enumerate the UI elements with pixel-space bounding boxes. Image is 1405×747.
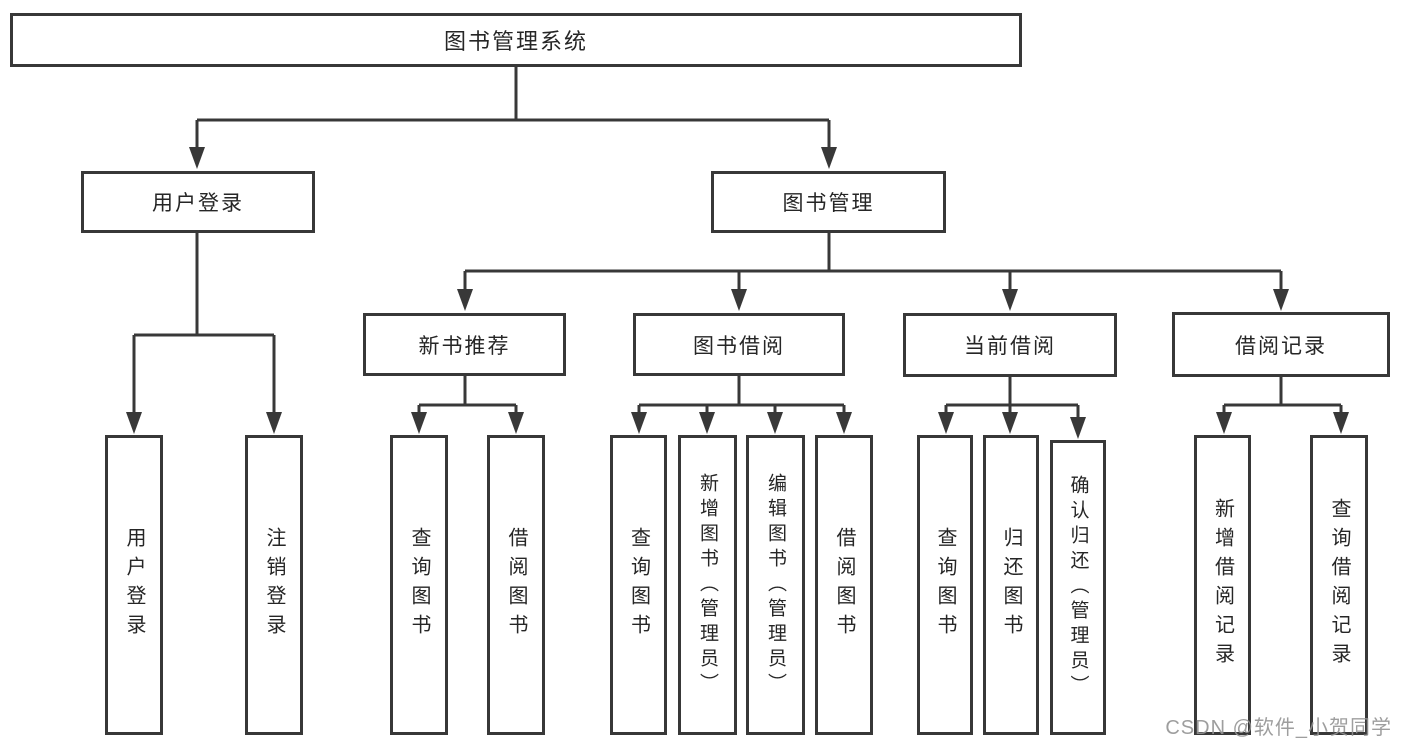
leaf-query-books-current: 查询图书: [917, 435, 973, 735]
leaf-borrow-books-borrow: 借阅图书: [815, 435, 873, 735]
leaf-logout-label: 注销登录: [263, 527, 285, 643]
connector-book-borrow-leaves: [637, 376, 846, 416]
arrow-icon: [266, 412, 282, 434]
arrow-icon: [1070, 417, 1086, 439]
arrow-icon: [508, 412, 524, 434]
node-new-book-recommend: 新书推荐: [363, 313, 566, 376]
node-user-login: 用户登录: [81, 171, 315, 233]
leaf-user-login: 用户登录: [105, 435, 163, 735]
arrow-icon: [631, 412, 647, 434]
leaf-query-borrow-record-label: 查询借阅记录: [1328, 498, 1350, 672]
connector-borrow-records-leaves: [1222, 377, 1343, 416]
leaf-return-book-label: 归还图书: [1000, 527, 1022, 643]
node-book-management-label: 图书管理: [782, 192, 875, 215]
node-borrow-records: 借阅记录: [1172, 312, 1390, 377]
leaf-borrow-books-borrow-label: 借阅图书: [833, 527, 855, 643]
leaf-borrow-books-recommend: 借阅图书: [487, 435, 545, 735]
leaf-query-books-borrow-label: 查询图书: [627, 527, 650, 643]
leaf-confirm-return-admin: 确认归还（管理员）: [1050, 440, 1106, 735]
leaf-borrow-books-recommend-label: 借阅图书: [505, 527, 527, 643]
leaf-query-books-current-label: 查询图书: [934, 527, 956, 643]
node-borrow-records-label: 借阅记录: [1235, 334, 1327, 358]
leaf-query-books-borrow: 查询图书: [610, 435, 667, 735]
leaf-add-borrow-record: 新增借阅记录: [1194, 435, 1251, 735]
arrow-icon: [938, 412, 954, 434]
node-current-borrow: 当前借阅: [903, 313, 1117, 377]
node-new-book-recommend-label: 新书推荐: [418, 334, 511, 358]
connector-root-to-level2: [195, 67, 831, 150]
leaf-add-borrow-record-label: 新增借阅记录: [1211, 498, 1234, 672]
leaf-confirm-return-admin-label: 确认归还（管理员）: [1067, 475, 1089, 700]
leaf-query-borrow-record: 查询借阅记录: [1310, 435, 1368, 735]
connector-user-login-leaves: [132, 233, 276, 416]
leaf-add-book-admin-label: 新增图书（管理员）: [697, 472, 718, 698]
arrow-icon: [767, 412, 783, 434]
arrow-icon: [1333, 412, 1349, 434]
leaf-query-books-recommend: 查询图书: [390, 435, 448, 735]
leaf-add-book-admin: 新增图书（管理员）: [678, 435, 737, 735]
node-user-login-label: 用户登录: [152, 192, 244, 215]
leaf-edit-book-admin: 编辑图书（管理员）: [746, 435, 805, 735]
node-root-label: 图书管理系统: [443, 29, 588, 54]
watermark: CSDN @软件_小贺同学: [1165, 717, 1392, 739]
connector-new-book-leaves: [417, 376, 518, 416]
node-book-borrow-label: 图书借阅: [693, 334, 785, 358]
arrow-icon: [1216, 412, 1232, 434]
arrow-icon: [457, 289, 473, 311]
connector-book-management-to-level3: [463, 233, 1283, 294]
node-book-management: 图书管理: [711, 171, 946, 233]
arrow-icon: [189, 147, 205, 169]
arrow-icon: [411, 412, 427, 434]
leaf-user-login-label: 用户登录: [123, 527, 145, 643]
node-book-borrow: 图书借阅: [633, 313, 845, 376]
arrow-icon: [731, 289, 747, 311]
leaf-return-book: 归还图书: [983, 435, 1039, 735]
arrow-icon: [1273, 289, 1289, 311]
connector-current-borrow-leaves: [944, 377, 1080, 421]
node-root: 图书管理系统: [10, 13, 1022, 67]
arrow-icon: [699, 412, 715, 434]
arrow-icon: [1002, 289, 1018, 311]
arrow-icon: [836, 412, 852, 434]
arrow-icon: [821, 147, 837, 169]
node-current-borrow-label: 当前借阅: [964, 335, 1056, 358]
arrow-icon: [126, 412, 142, 434]
arrow-icon: [1002, 412, 1018, 434]
leaf-query-books-recommend-label: 查询图书: [408, 527, 430, 643]
leaf-logout: 注销登录: [245, 435, 303, 735]
leaf-edit-book-admin-label: 编辑图书（管理员）: [765, 472, 786, 698]
